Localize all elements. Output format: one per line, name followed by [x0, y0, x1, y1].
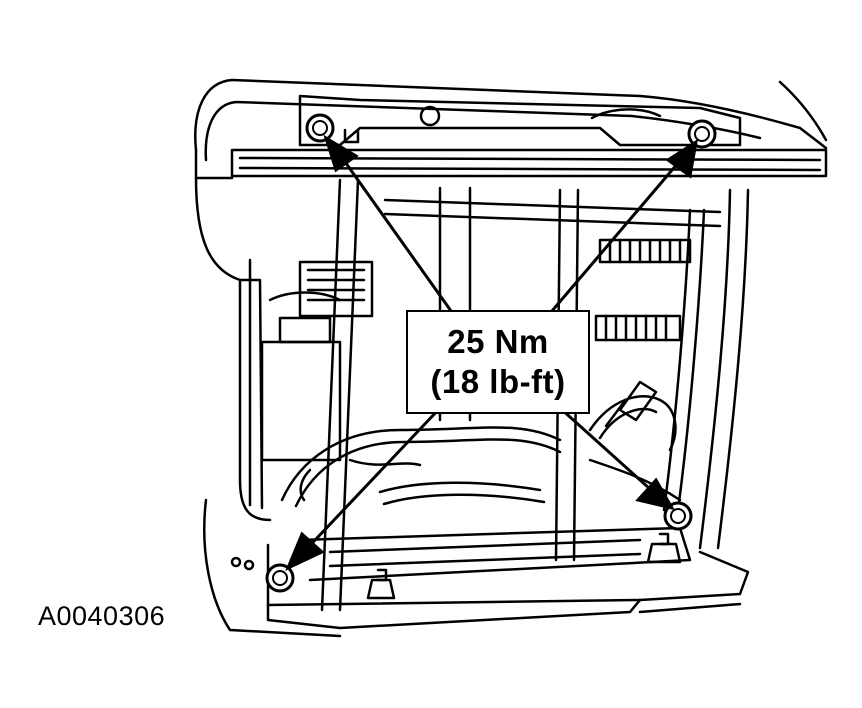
bolt-hole-top-right [687, 119, 717, 149]
right-ribbed-pad [594, 238, 692, 342]
right-rod [698, 188, 732, 550]
wiring-harness [280, 426, 562, 502]
figure-reference-code: A0040306 [38, 601, 166, 631]
left-rod [320, 178, 342, 612]
bolt-hole-top-left [305, 113, 335, 143]
stud-left-1 [230, 556, 242, 568]
left-side-frame [194, 176, 272, 522]
torque-spec-callout: 25 Nm (18 lb-ft) [406, 310, 590, 414]
leader-bottom-left [298, 406, 442, 558]
nut-lower-right [646, 542, 682, 564]
seat-back-inner [204, 100, 762, 162]
lower-track-base [266, 598, 642, 630]
lower-rail [298, 526, 692, 582]
leader-bottom-right [558, 406, 662, 500]
leader-top-left [336, 151, 458, 319]
upper-rail [230, 148, 828, 178]
torque-metric-value: 25 Nm [447, 323, 549, 360]
leader-top-right [544, 155, 686, 319]
nut-lower-left [366, 578, 396, 600]
torque-imperial-value: (18 lb-ft) [430, 363, 566, 400]
seat-back-outline [194, 78, 828, 152]
bolt-hole-bottom-left [265, 563, 295, 593]
bolt-hole-bottom-right [663, 501, 693, 531]
stud-left-2 [243, 559, 255, 571]
